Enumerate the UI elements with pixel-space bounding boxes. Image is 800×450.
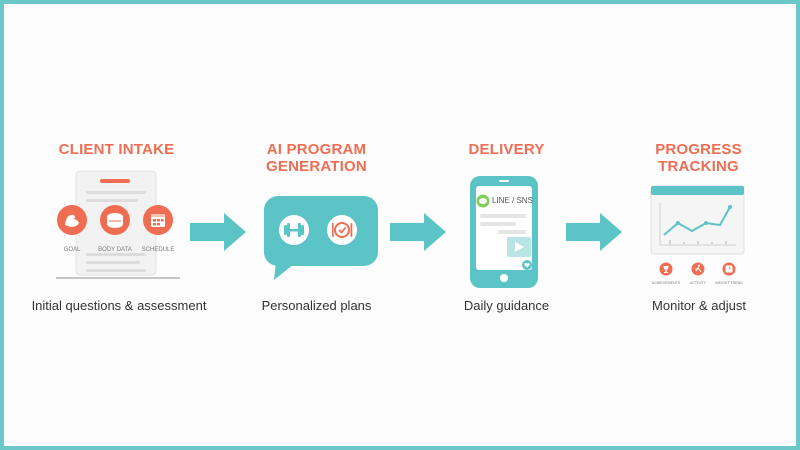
tracking-icon-labels: ACHIEVEMENTS ACTIVITY WEIGHT TREND xyxy=(652,281,743,285)
plate-fork-knife-icon xyxy=(327,215,357,245)
trophy-icon xyxy=(659,262,673,276)
running-icon xyxy=(691,262,705,276)
label-schedule: SCHEDULE xyxy=(142,247,175,253)
scale-icon xyxy=(722,262,736,276)
caption-progress-tracking: Monitor & adjust xyxy=(652,298,746,313)
step-title-ai-program-generation: AI PROGRAM GENERATION xyxy=(244,141,389,175)
chat-bubble-icon xyxy=(476,194,490,208)
flow-arrow-3 xyxy=(566,213,622,251)
caption-delivery: Daily guidance xyxy=(463,298,550,313)
tape-measure-icon xyxy=(100,205,130,235)
step-title-progress-tracking: PROGRESS TRACKING xyxy=(655,141,742,175)
flow-arrow-2 xyxy=(390,213,446,251)
label-activity: ACTIVITY xyxy=(690,281,707,285)
step-title-delivery: DELIVERY xyxy=(468,141,545,158)
caption-client-intake: Initial questions & assessment xyxy=(31,298,207,313)
label-weight-trend: WEIGHT TREND xyxy=(715,281,743,285)
ai-chat-bubble xyxy=(264,196,378,280)
delivery-channel-label: LINE / SNS xyxy=(492,196,533,205)
label-goal: GOAL xyxy=(64,247,81,253)
dumbbell-icon xyxy=(279,215,309,245)
heart-icon xyxy=(522,260,532,270)
caption-ai-program-generation: Personalized plans xyxy=(261,298,372,313)
title-line-2: GENERATION xyxy=(266,158,367,175)
smartphone-illustration xyxy=(470,176,538,288)
video-play-icon xyxy=(507,237,531,257)
label-body-data: BODY DATA xyxy=(98,247,132,253)
form-header-line xyxy=(100,179,130,183)
step-title-client-intake: CLIENT INTAKE xyxy=(58,141,175,158)
title-line-1: AI PROGRAM xyxy=(266,141,367,158)
progress-chart-illustration xyxy=(650,185,745,255)
intake-icon-labels: GOAL BODY DATA SCHEDULE xyxy=(64,247,175,253)
flexed-arm-icon xyxy=(57,205,87,235)
flow-arrow-1 xyxy=(190,213,246,251)
calendar-icon xyxy=(143,205,173,235)
label-achievements: ACHIEVEMENTS xyxy=(652,281,681,285)
